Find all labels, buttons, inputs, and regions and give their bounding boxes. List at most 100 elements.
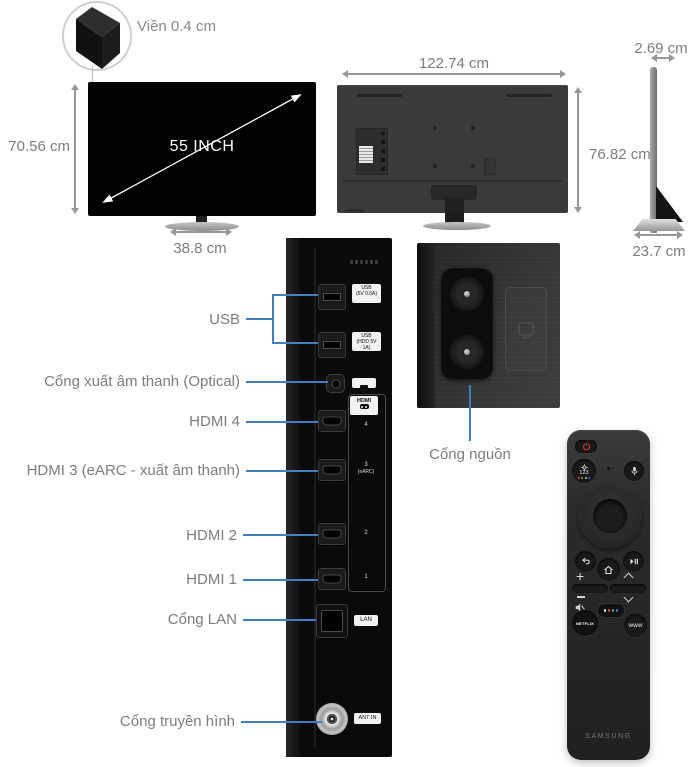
back-height-arrow	[574, 87, 582, 213]
tv-front-view: 55 INCH	[88, 82, 316, 216]
power-socket	[441, 267, 493, 379]
mic-button	[624, 461, 644, 481]
usb2-leader-line	[272, 342, 318, 344]
dpad-ring	[578, 484, 642, 548]
back-button	[575, 551, 596, 572]
usb-leader-bracket	[272, 294, 274, 344]
home-icon	[604, 565, 613, 574]
numpad-label: 123	[579, 469, 589, 476]
usb-leader-line	[246, 318, 273, 320]
plug-icon	[518, 322, 534, 339]
optical-sticker	[352, 378, 376, 391]
lan-sticker: LAN	[354, 615, 378, 626]
usb1-sticker-line2: (5V 0.5A)	[355, 290, 378, 297]
samsung-logo: SAMSUNG	[585, 733, 632, 740]
panel-edge	[286, 238, 302, 757]
multicolor-logo-icon	[607, 609, 611, 612]
back-vent	[506, 94, 552, 97]
thickness-label: 2.69 cm	[634, 40, 688, 57]
back-height-label: 76.82 cm	[589, 146, 651, 163]
numpad-button: 123	[572, 459, 596, 483]
module-connectors	[381, 132, 385, 171]
tv-back-view	[337, 85, 568, 213]
usb1-sticker: USB (5V 0.5A)	[352, 284, 381, 303]
antenna-label: Cổng truyền hình	[119, 713, 235, 730]
hdmi1-number: 1	[364, 574, 368, 580]
volume-up-label: +	[576, 568, 585, 584]
hdmi4-label: HDMI 4	[189, 413, 240, 430]
hdmi-sticker-text: HDMI	[356, 398, 372, 404]
bezel-corner-icon	[76, 7, 120, 69]
diagonal-arrow-icon	[102, 94, 302, 203]
back-width-arrow	[342, 70, 566, 78]
antenna-sticker: ANT IN	[354, 713, 381, 724]
back-vent	[357, 94, 402, 97]
back-stand-neck-lower	[445, 213, 464, 223]
hdmi1-label: HDMI 1	[186, 571, 237, 588]
hdmi4-leader-line	[246, 421, 318, 423]
panel-model-text	[350, 260, 380, 264]
power-button	[575, 440, 597, 453]
back-foot	[345, 209, 363, 212]
hdmi3-leader-line	[246, 470, 318, 472]
antenna-leader-line	[241, 721, 322, 723]
hdmi-port-3	[318, 459, 346, 481]
hdmi3-number-text: 3	[364, 462, 368, 468]
color-keys-dots	[577, 476, 591, 479]
multicolor-logo-icon	[615, 609, 619, 612]
antenna-port	[316, 703, 348, 735]
lan-port	[316, 604, 348, 638]
stand-width-label: 38.8 cm	[173, 240, 227, 257]
bezel-label: Viền 0.4 cm	[137, 18, 216, 35]
hdmi-port-1	[318, 568, 346, 590]
back-arrow-icon	[581, 557, 590, 565]
barcode-sticker	[359, 146, 373, 163]
panel-bay-seam	[314, 248, 316, 747]
tv-side-view	[650, 67, 657, 233]
volume-rocker	[572, 584, 608, 593]
hdmi4-number: 4	[364, 422, 368, 428]
power-label: Cổng nguồn	[429, 446, 511, 463]
bezel-leader-line	[92, 66, 93, 83]
hdmi-port-2	[318, 523, 346, 545]
front-height-arrow	[71, 84, 79, 214]
www-button: www	[624, 614, 647, 637]
optical-icon	[360, 385, 368, 391]
channel-rocker	[610, 584, 646, 593]
back-port-module	[356, 128, 388, 175]
multicolor-logo-icon	[611, 609, 615, 612]
usb2-sticker: USB (HDD 5V 1A)	[352, 332, 381, 351]
hdmi2-leader-line	[243, 534, 318, 536]
side-stand-base	[633, 219, 685, 231]
lan-leader-line	[243, 619, 316, 621]
dpad-select-button	[593, 499, 627, 533]
usb-label: USB	[209, 311, 240, 328]
hdmi-port-4	[318, 410, 346, 432]
power-icon	[582, 442, 590, 451]
socket-hole-top	[450, 277, 484, 311]
remote-control: 123	[567, 430, 650, 760]
channel-down-icon	[624, 595, 632, 603]
usb1-sticker-line1: USB	[361, 285, 372, 291]
hdmi3-number: 3 (eARC)	[348, 462, 384, 475]
hdmi2-label: HDMI 2	[186, 527, 237, 544]
stand-mount	[431, 185, 477, 200]
mute-icon	[575, 603, 585, 612]
mic-icon	[631, 466, 637, 475]
front-height-label: 70.56 cm	[8, 138, 70, 155]
power-port-detail	[417, 243, 560, 408]
embossed-panel	[505, 287, 547, 371]
hdmi2-number: 2	[364, 530, 368, 536]
mute-button	[575, 599, 586, 617]
channel-up-icon	[624, 572, 632, 580]
optical-label: Cổng xuất âm thanh (Optical)	[44, 373, 240, 390]
netflix-button: NETFLIX	[572, 610, 598, 636]
gear-icon	[580, 463, 588, 471]
screen-size-label: 55 INCH	[169, 138, 235, 155]
side-stand-wedge	[656, 186, 683, 222]
stand-width-arrow	[170, 228, 232, 236]
power-box-edge	[417, 243, 435, 408]
back-width-label: 122.74 cm	[418, 55, 490, 72]
multicolor-logo-icon	[603, 609, 607, 612]
depth-arrow	[634, 231, 683, 239]
